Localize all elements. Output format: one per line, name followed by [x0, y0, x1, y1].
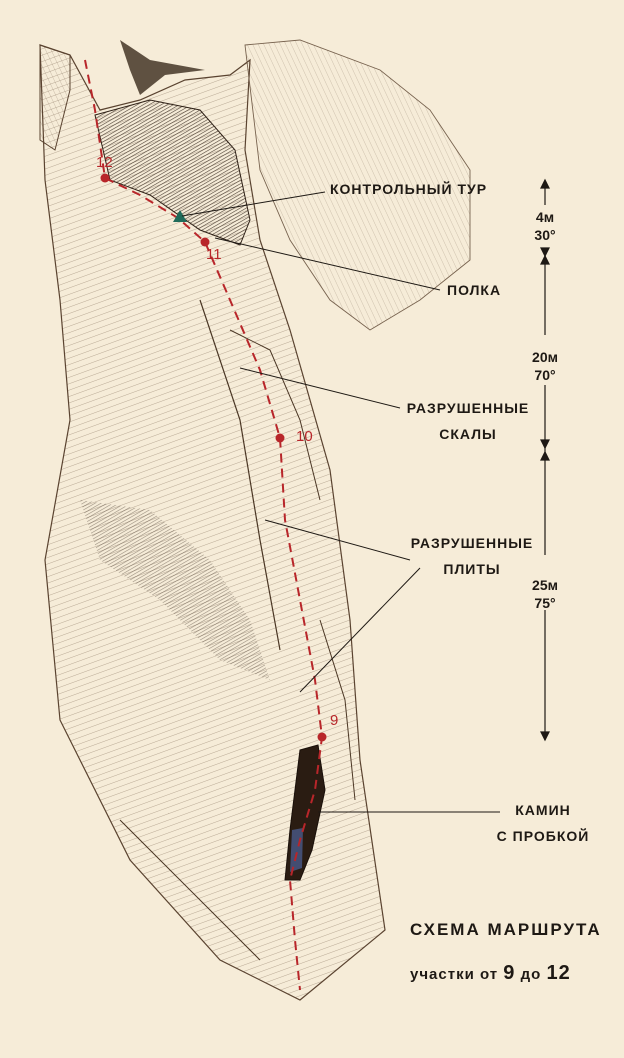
subtitle-from: 9 — [503, 962, 516, 984]
label-broken-slabs: РАЗРУШЕННЫЕ ПЛИТЫ — [402, 535, 542, 577]
segment-1: 4м 30° — [515, 208, 575, 244]
subtitle-mid: до — [520, 966, 542, 983]
label-broken-slabs-line1: РАЗРУШЕННЫЕ — [410, 535, 534, 551]
height-scale — [540, 178, 550, 742]
route-point-9 — [317, 732, 327, 742]
segment-2-length: 20м — [532, 349, 558, 365]
segment-3: 25м 75° — [515, 576, 575, 612]
label-chimney: КАМИН С ПРОБКОЙ — [488, 802, 598, 844]
segment-1-length: 4м — [535, 209, 555, 225]
route-point-label-11: 11 — [206, 246, 222, 263]
label-broken-slabs-line2: ПЛИТЫ — [443, 561, 501, 577]
segment-2: 20м 70° — [515, 348, 575, 384]
rock-face — [39, 39, 471, 1001]
leader-lines — [181, 191, 500, 813]
route-point-label-9: 9 — [330, 712, 339, 729]
route-point-10 — [275, 433, 285, 443]
segment-3-length: 25м — [532, 577, 558, 593]
diagram-title: СХЕМА МАРШРУТА — [410, 920, 602, 939]
route-point-label-10: 10 — [296, 428, 313, 445]
subtitle-prefix: участки от — [410, 966, 499, 983]
label-broken-rocks: РАЗРУШЕННЫЕ СКАЛЫ — [398, 400, 538, 442]
label-broken-rocks-line2: СКАЛЫ — [439, 426, 497, 442]
diagram-subtitle: участки от 9 до 12 — [410, 962, 571, 985]
route-point-label-12: 12 — [96, 154, 113, 171]
label-control-cairn: КОНТРОЛЬНЫЙ ТУР — [330, 181, 488, 197]
label-chimney-line1: КАМИН — [515, 802, 571, 818]
segment-2-angle: 70° — [534, 367, 556, 383]
label-ledge: ПОЛКА — [447, 282, 502, 298]
label-chimney-line2: С ПРОБКОЙ — [496, 828, 590, 844]
segment-1-angle: 30° — [534, 227, 556, 243]
segment-3-angle: 75° — [534, 595, 556, 611]
cairn-icon — [173, 210, 187, 222]
route-point-12 — [100, 173, 110, 183]
route-line — [84, 59, 324, 991]
route-point-11 — [200, 237, 210, 247]
subtitle-to: 12 — [546, 962, 571, 984]
label-broken-rocks-line1: РАЗРУШЕННЫЕ — [406, 400, 530, 416]
